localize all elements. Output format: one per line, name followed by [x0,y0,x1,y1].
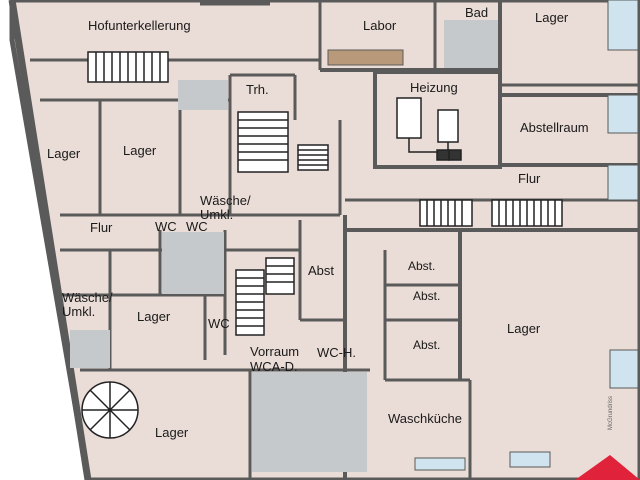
label-abst-3: Abst. [413,289,440,303]
stair-vorraum [235,257,295,336]
stamp-logo [575,455,640,480]
label-wc-h: WC-H. [317,345,356,360]
stairs [81,51,563,439]
label-lager-left-2: Lager [123,143,157,158]
boilers [396,97,462,161]
label-flur-right: Flur [518,171,541,186]
stair-trh [237,111,329,173]
label-lager-bottom: Lager [155,425,189,440]
label-wc-3: WC [208,316,230,331]
building-floor [9,0,640,480]
label-labor: Labor [363,18,397,33]
windows [414,0,639,471]
room-labels: Hofunterkellerung Labor Bad Lager Heizun… [47,5,589,440]
label-waesche-umkl-1: Wäsche/Umkl. [200,193,251,222]
label-wc-2: WC [186,219,208,234]
label-hofunterkellerung: Hofunterkellerung [88,18,191,33]
label-bad: Bad [465,5,488,20]
label-abstellraum: Abstellraum [520,120,589,135]
credit-watermark: McGrundriss [608,396,614,430]
lab-bench [327,49,404,66]
label-waesche-umkl-2: Wäsche/Umkl. [62,290,113,319]
spiral-stair [81,381,139,439]
label-abst-2: Abst. [408,259,435,273]
label-lager-middle: Lager [137,309,171,324]
label-wc-1: WC [155,219,177,234]
label-trh: Trh. [246,82,269,97]
stair-top-left [87,51,169,83]
label-flur-left: Flur [90,220,113,235]
label-abst-1: Abst [308,263,334,278]
label-abst-4: Abst. [413,338,440,352]
label-lager-left-1: Lager [47,146,81,161]
label-waschkueche: Waschküche [388,411,462,426]
tiled-areas [70,20,498,472]
stair-flur [419,199,563,227]
label-heizung: Heizung [410,80,458,95]
label-lager-top-right: Lager [535,10,569,25]
label-lager-right: Lager [507,321,541,336]
